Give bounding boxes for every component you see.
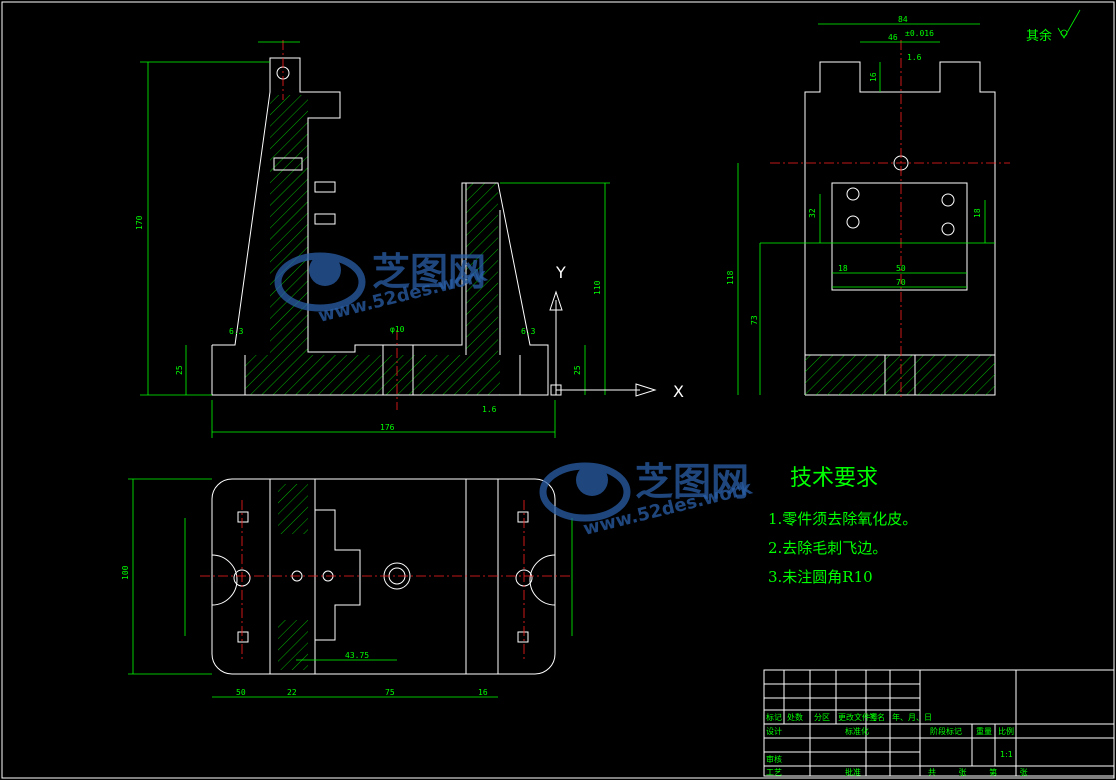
dim-side-d1: 18 [838,264,848,273]
tb-label-docno: 更改文件号 [838,712,878,722]
tb-label-sign: 签名 [869,712,885,722]
dim-side-tol: ±0.016 [905,29,934,38]
dim-top-w1: 50 [236,688,246,697]
tb-weight: 重量 [976,726,992,736]
tb-review: 审核 [766,754,782,764]
rough-front-2: 6.3 [521,327,536,336]
tb-sheet: 共 张 第 张 [928,767,1038,777]
tb-process: 工艺 [766,768,782,777]
roughness-note: 其余 [1026,28,1052,44]
axis-x-label: X [673,382,684,401]
rough-front-1: 6.3 [229,327,244,336]
dim-side-inner: 46 [888,33,898,42]
dim-front-base-left: 25 [175,365,184,375]
roughness-symbol-icon [1057,9,1081,39]
dim-front-base-right: 25 [573,365,582,375]
tb-scale-label: 比例 [998,726,1014,736]
tb-stage-mark: 阶段标记 [930,726,962,736]
dim-side-d3: 70 [896,278,906,287]
rough-front-3: 1.6 [482,405,497,414]
dim-top-w4: 16 [478,688,488,697]
tb-label-zone: 分区 [814,713,830,722]
dim-side-mid: 73 [750,315,759,325]
dim-top-w2: 22 [287,688,297,697]
front-view [140,40,657,438]
side-view [737,23,1010,400]
tb-label-date: 年、月、日 [892,712,932,722]
dim-front-height: 170 [135,215,144,230]
tb-scale: 1:1 [1000,750,1013,759]
tb-standard: 标准化 [845,726,869,736]
rough-side: 1.6 [907,53,922,62]
dim-side-d5: 18 [973,208,982,218]
axis-y-label: Y [555,263,566,282]
dim-side-top: 84 [898,15,908,24]
tb-label-mark: 标记 [766,712,782,722]
dim-top-mid: 43.75 [345,651,369,660]
watermark-logo-2 [539,462,631,522]
tb-label-count: 处数 [787,712,803,722]
dim-side-d4: 32 [808,208,817,218]
requirement-1: 1.零件须去除氧化皮。 [768,510,917,528]
dim-front-width: 176 [380,423,395,432]
dim-front-right-height: 110 [593,280,602,295]
tb-approve: 批准 [845,767,861,777]
dim-top-height: 100 [121,565,130,580]
dim-top-w3: 75 [385,688,395,697]
tb-design: 设计 [766,726,782,736]
dim-front-hole: φ10 [390,325,405,334]
title-block [763,669,1115,777]
watermark-brand-1: 芝图网 [372,250,486,294]
requirement-2: 2.去除毛刺飞边。 [768,539,887,557]
watermark-logo-1 [274,252,366,312]
dim-side-height: 118 [726,270,735,285]
requirements-title: 技术要求 [790,466,878,491]
dim-side-d6: 16 [869,72,878,82]
watermark-brand-2: 芝图网 [635,460,749,504]
top-view [128,478,573,698]
requirement-3: 3.未注圆角R10 [768,568,873,586]
dim-side-d2: 50 [896,264,906,273]
